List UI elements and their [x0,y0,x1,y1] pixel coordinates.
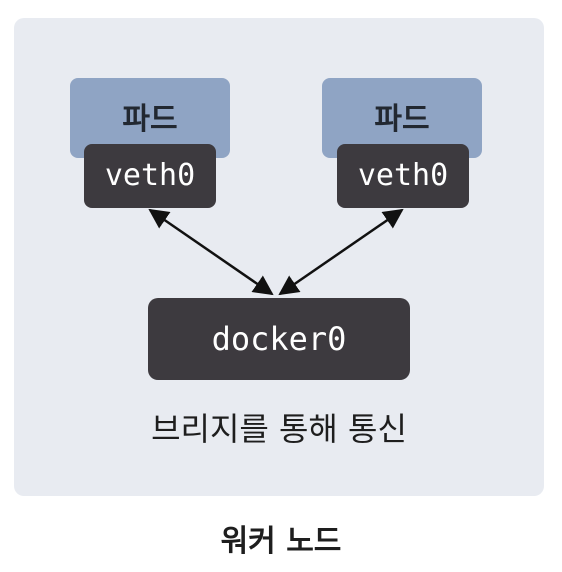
bridge-caption: 브리지를 통해 통신 [151,410,407,448]
docker0-bridge: docker0 [148,298,410,380]
worker-node-label: 워커 노드 [220,524,342,559]
veth-left: veth0 [84,144,216,208]
pod-left-label: 파드 [122,102,178,137]
pod-right-label: 파드 [374,102,430,137]
veth-right: veth0 [337,144,469,208]
